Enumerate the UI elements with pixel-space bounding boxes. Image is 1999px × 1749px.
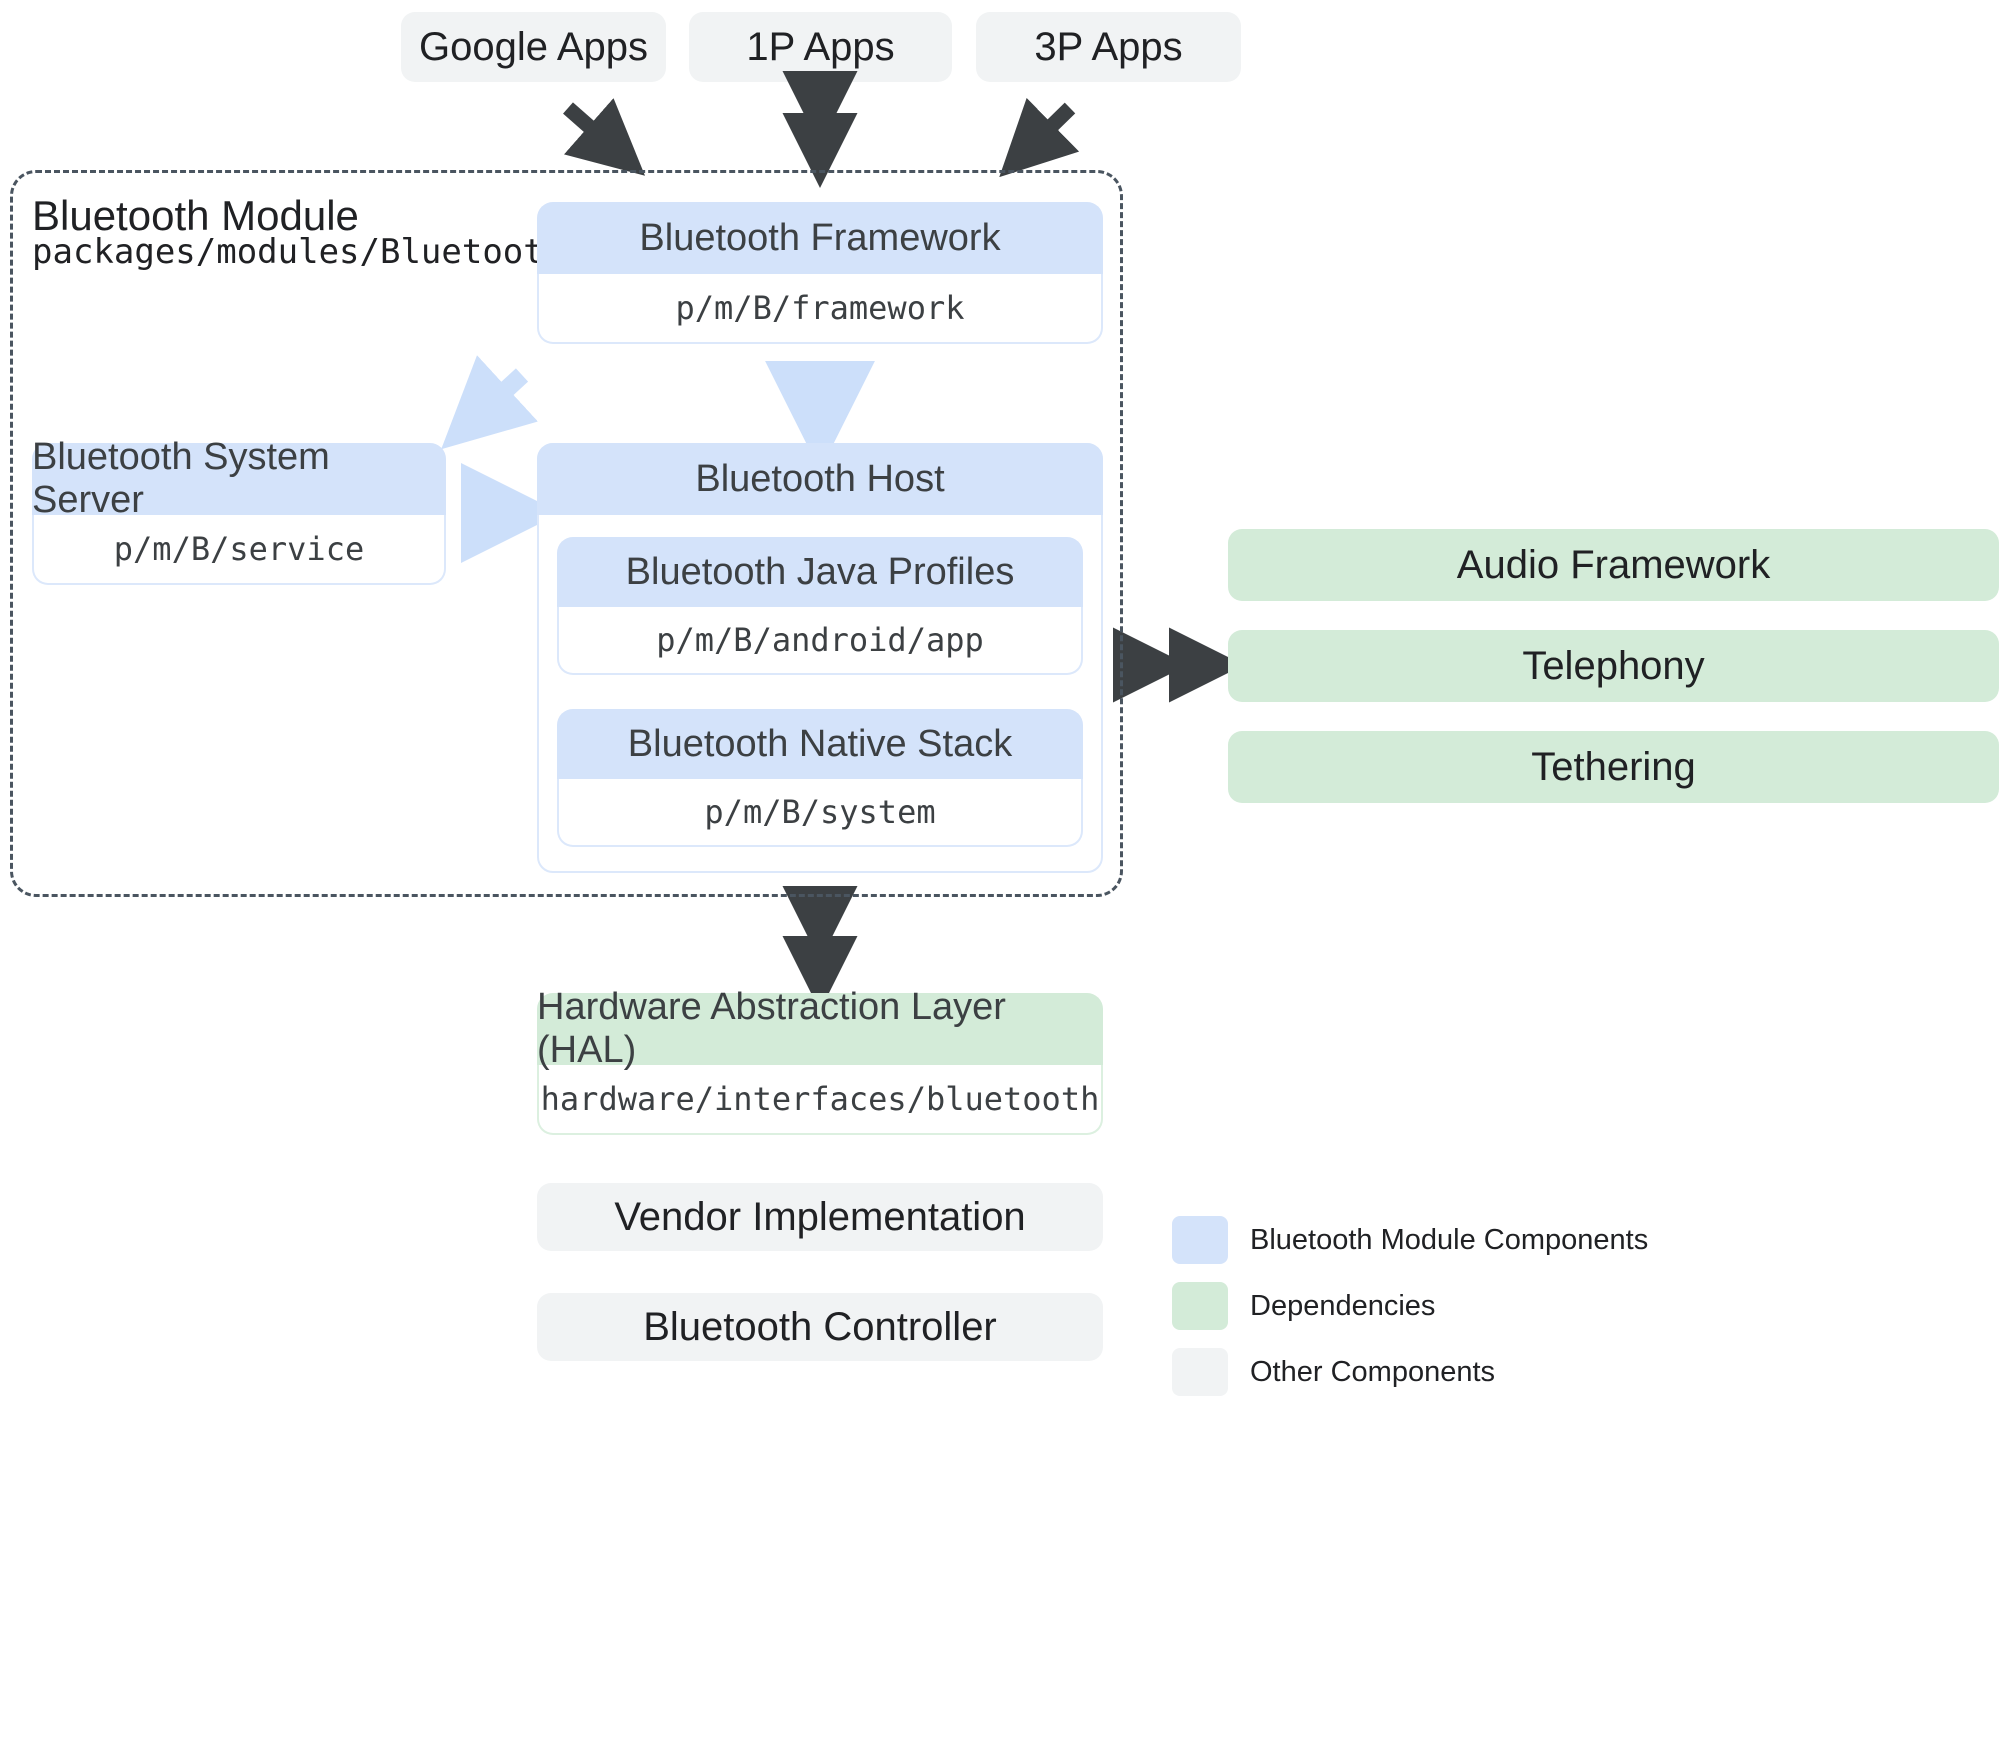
- bluetooth-native-stack-card[interactable]: Bluetooth Native Stack p/m/B/system: [557, 709, 1083, 847]
- arrow-google-apps-to-module: [563, 98, 646, 176]
- dependency-audio-framework-label: Audio Framework: [1456, 542, 1771, 587]
- vendor-implementation-box[interactable]: Vendor Implementation: [537, 1183, 1103, 1251]
- dependency-telephony[interactable]: Telephony: [1228, 630, 1999, 702]
- legend: Bluetooth Module Components Dependencies…: [1172, 1216, 1648, 1414]
- hal-path: hardware/interfaces/bluetooth: [537, 1065, 1103, 1135]
- dependency-tethering[interactable]: Tethering: [1228, 731, 1999, 803]
- first-party-apps-label: 1P Apps: [746, 24, 895, 69]
- google-apps-box[interactable]: Google Apps: [401, 12, 666, 82]
- legend-item-dependencies: Dependencies: [1172, 1282, 1648, 1330]
- bluetooth-native-stack-title: Bluetooth Native Stack: [557, 709, 1083, 779]
- dependency-telephony-label: Telephony: [1522, 643, 1705, 688]
- third-party-apps-box[interactable]: 3P Apps: [976, 12, 1241, 82]
- hal-card[interactable]: Hardware Abstraction Layer (HAL) hardwar…: [537, 986, 1103, 1135]
- bluetooth-native-stack-path: p/m/B/system: [557, 779, 1083, 847]
- bluetooth-module-boundary: [10, 170, 1123, 897]
- bluetooth-system-server-path: p/m/B/service: [32, 515, 446, 585]
- bluetooth-controller-label: Bluetooth Controller: [643, 1304, 997, 1349]
- bluetooth-system-server-card[interactable]: Bluetooth System Server p/m/B/service: [32, 436, 446, 585]
- hal-title: Hardware Abstraction Layer (HAL): [537, 986, 1103, 1071]
- bluetooth-module-path: packages/modules/Bluetooth: [32, 232, 565, 272]
- bluetooth-java-profiles-path: p/m/B/android/app: [557, 607, 1083, 675]
- legend-swatch-blue: [1172, 1216, 1228, 1264]
- legend-label-dependencies: Dependencies: [1250, 1289, 1436, 1322]
- dependency-tethering-label: Tethering: [1531, 744, 1696, 789]
- bluetooth-java-profiles-title: Bluetooth Java Profiles: [557, 537, 1083, 607]
- dependency-audio-framework[interactable]: Audio Framework: [1228, 529, 1999, 601]
- bluetooth-framework-card[interactable]: Bluetooth Framework p/m/B/framework: [537, 202, 1103, 344]
- first-party-apps-box[interactable]: 1P Apps: [689, 12, 952, 82]
- bluetooth-framework-title: Bluetooth Framework: [537, 202, 1103, 274]
- bluetooth-java-profiles-card[interactable]: Bluetooth Java Profiles p/m/B/android/ap…: [557, 537, 1083, 675]
- legend-item-other-components: Other Components: [1172, 1348, 1648, 1396]
- arrow-third-party-apps-to-module: [999, 97, 1080, 178]
- third-party-apps-label: 3P Apps: [1034, 24, 1183, 69]
- legend-swatch-green: [1172, 1282, 1228, 1330]
- google-apps-label: Google Apps: [418, 24, 649, 69]
- bluetooth-system-server-title: Bluetooth System Server: [32, 436, 446, 521]
- vendor-implementation-label: Vendor Implementation: [614, 1194, 1026, 1239]
- bluetooth-framework-path: p/m/B/framework: [537, 274, 1103, 344]
- legend-item-module-components: Bluetooth Module Components: [1172, 1216, 1648, 1264]
- legend-swatch-gray: [1172, 1348, 1228, 1396]
- bluetooth-controller-box[interactable]: Bluetooth Controller: [537, 1293, 1103, 1361]
- legend-label-other-components: Other Components: [1250, 1355, 1496, 1388]
- bluetooth-host-title: Bluetooth Host: [537, 443, 1103, 515]
- bluetooth-module-title: Bluetooth Module: [32, 192, 359, 239]
- legend-label-module-components: Bluetooth Module Components: [1250, 1223, 1649, 1256]
